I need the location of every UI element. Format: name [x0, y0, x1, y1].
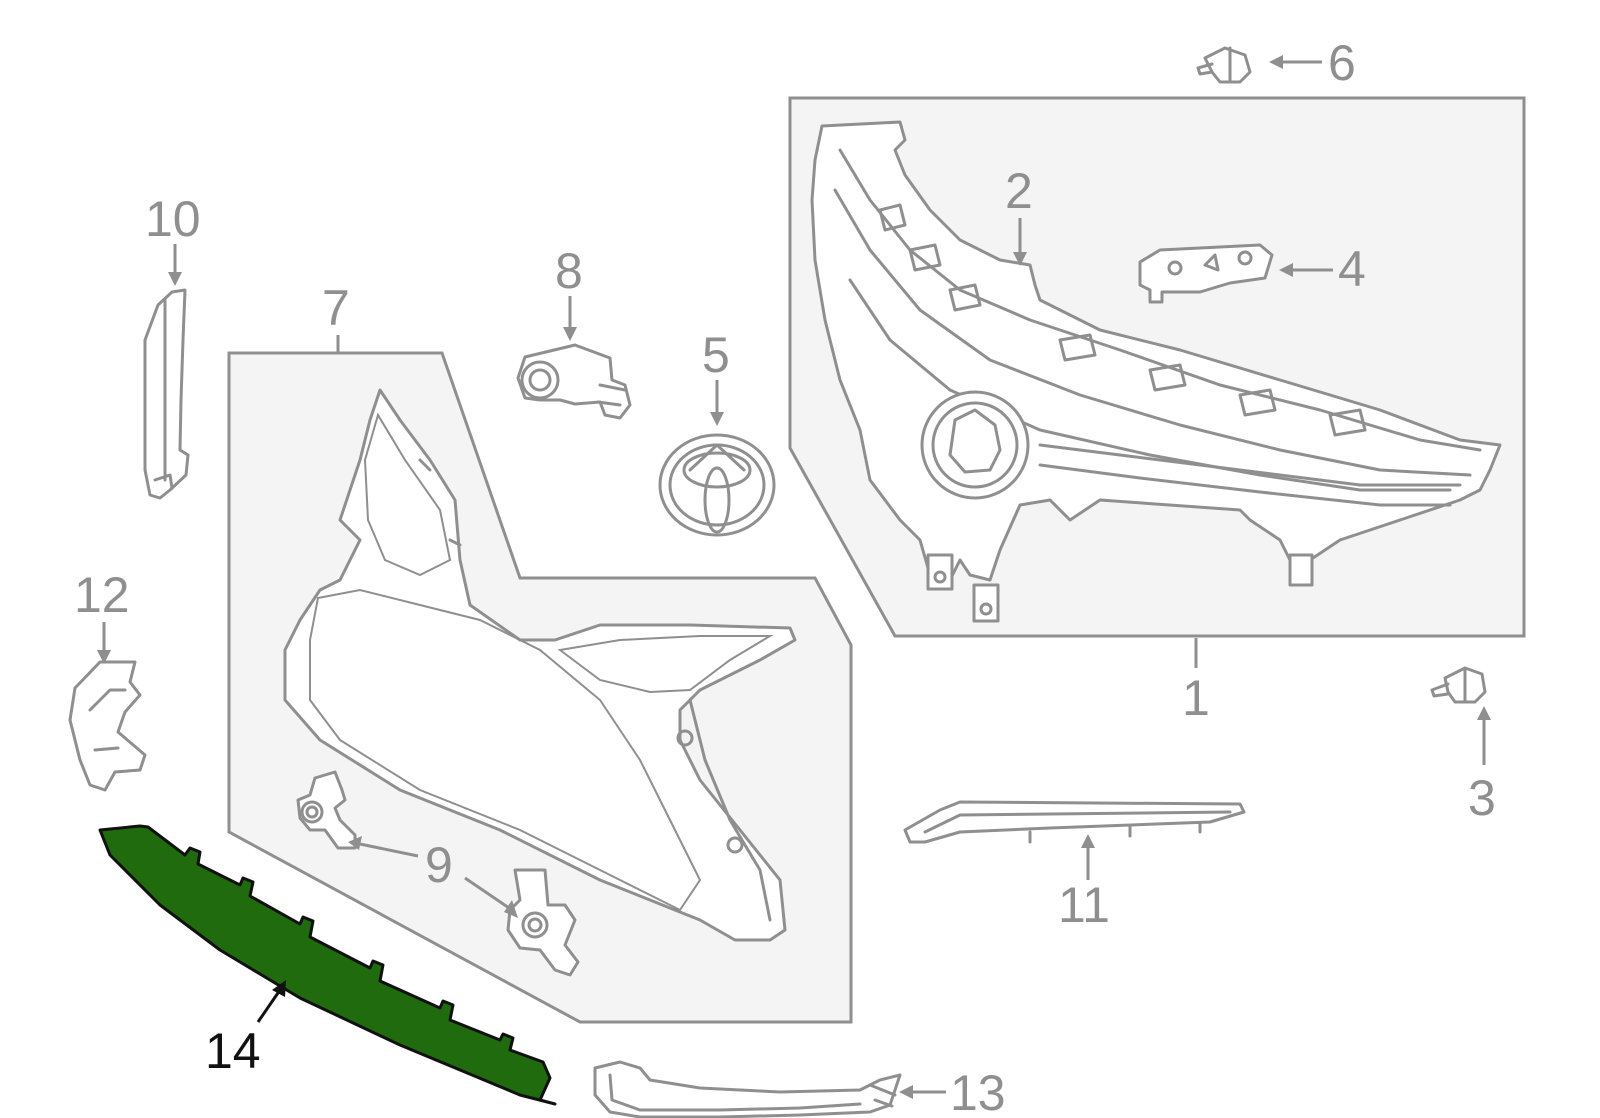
emblem-part[interactable] — [658, 433, 776, 537]
bracket-part[interactable] — [1138, 243, 1274, 304]
screw-part-6[interactable] — [1196, 46, 1252, 84]
side-trim-part[interactable] — [143, 288, 190, 500]
callout-8: 8 — [555, 243, 583, 299]
callout-13: 13 — [950, 1065, 1006, 1118]
callout-4: 4 — [1338, 241, 1366, 297]
callout-12: 12 — [74, 567, 130, 623]
molding-part-11[interactable] — [903, 800, 1246, 844]
callout-10: 10 — [145, 191, 201, 247]
callout-labels: 1 2 3 4 5 6 7 8 9 10 11 12 13 14 — [74, 35, 1496, 1118]
callout-7: 7 — [322, 280, 350, 336]
callout-5: 5 — [702, 327, 730, 383]
upper-grille-part[interactable] — [810, 120, 1502, 623]
callout-14: 14 — [205, 1023, 261, 1079]
callout-3: 3 — [1468, 770, 1496, 826]
leader-lines — [97, 55, 1491, 1099]
sensor-bracket-upper[interactable] — [296, 770, 357, 850]
sensor-bracket-lower[interactable] — [506, 868, 580, 977]
callout-6: 6 — [1328, 35, 1356, 91]
lower-grille-part[interactable] — [283, 388, 797, 942]
screw-part-3[interactable] — [1430, 666, 1487, 704]
lower-molding-part-14[interactable] — [98, 824, 557, 1106]
callout-11: 11 — [1058, 877, 1110, 933]
parking-sensor-part[interactable] — [516, 343, 632, 420]
callout-1: 1 — [1182, 670, 1210, 726]
callout-9: 9 — [425, 837, 453, 893]
corner-bracket-part[interactable] — [68, 660, 147, 792]
callout-2: 2 — [1005, 163, 1033, 219]
molding-part-13[interactable] — [593, 1060, 902, 1118]
